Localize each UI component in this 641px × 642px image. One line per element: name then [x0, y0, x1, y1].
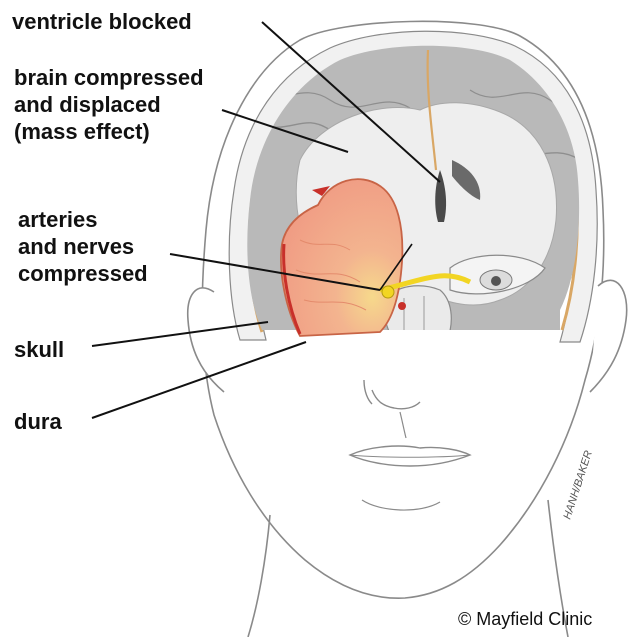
label-brain-compressed: brain compressed and displaced (mass eff…	[14, 64, 204, 145]
nerve-bundle	[382, 286, 394, 298]
label-skull: skull	[14, 336, 64, 363]
label-brain-line-2: and displaced	[14, 91, 204, 118]
artist-signature: HANH/BAKER	[561, 449, 595, 521]
label-arteries-line-1: arteries	[18, 206, 148, 233]
copyright-notice: © Mayfield Clinic	[458, 609, 592, 630]
label-arteries-nerves: arteries and nerves compressed	[18, 206, 148, 287]
label-skull-text: skull	[14, 336, 64, 363]
label-brain-line-3: (mass effect)	[14, 118, 204, 145]
label-arteries-line-2: and nerves	[18, 233, 148, 260]
label-dura: dura	[14, 408, 62, 435]
eye-pupil	[491, 276, 501, 286]
label-ventricle-blocked: ventricle blocked	[12, 8, 192, 35]
label-arteries-line-3: compressed	[18, 260, 148, 287]
label-brain-line-1: brain compressed	[14, 64, 204, 91]
label-dura-text: dura	[14, 408, 62, 435]
label-ventricle-text: ventricle blocked	[12, 8, 192, 35]
